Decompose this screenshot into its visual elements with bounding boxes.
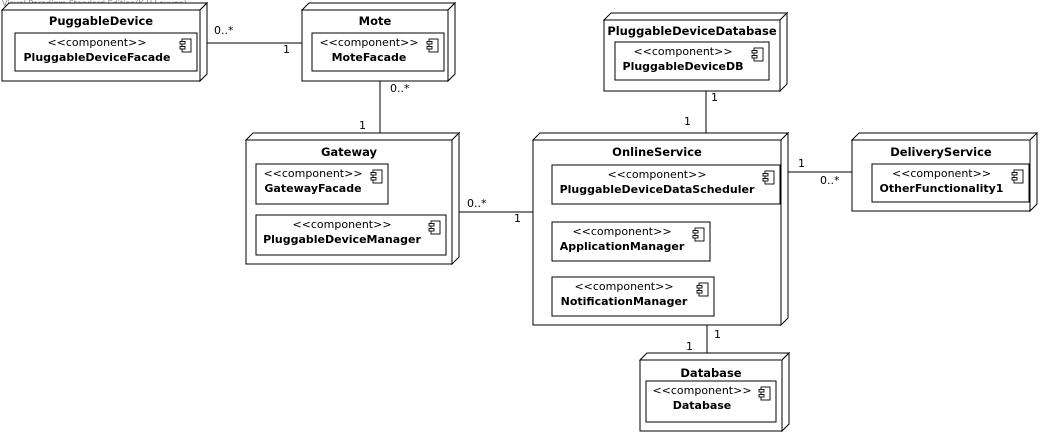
node-side-face	[199, 1, 208, 83]
multiplicity-label: 1	[514, 212, 521, 225]
node-database[interactable]: Database <<component>> Database	[638, 351, 791, 433]
component-name: Database	[673, 399, 732, 412]
component-box	[255, 163, 389, 205]
component-stereotype: <<component>>	[263, 167, 362, 180]
multiplicity-label: 1	[359, 119, 366, 132]
component[interactable]: <<component>> OtherFunctionality1	[871, 163, 1030, 203]
component-stereotype: <<component>>	[292, 218, 391, 231]
component-name: MoteFacade	[332, 51, 407, 64]
component-icon	[751, 47, 764, 62]
component-name: PluggableDeviceDB	[623, 60, 744, 73]
multiplicity-label: 1	[714, 328, 721, 341]
component-stereotype: <<component>>	[892, 167, 991, 180]
component[interactable]: <<component>> GatewayFacade	[255, 163, 389, 205]
node-top-face	[850, 132, 1039, 141]
multiplicity-label: 0..*	[467, 197, 487, 210]
component-icon	[370, 169, 383, 184]
component-name: OtherFunctionality1	[880, 182, 1004, 195]
node-side-face	[780, 131, 789, 327]
component-icon	[426, 38, 439, 53]
node-title: OnlineService	[612, 145, 702, 159]
multiplicity-label: 1	[686, 340, 693, 353]
node-side-face	[451, 131, 460, 266]
node-title: Gateway	[321, 145, 378, 159]
node-side-face	[781, 351, 790, 433]
component-stereotype: <<component>>	[319, 36, 418, 49]
component-name: PluggableDeviceFacade	[23, 51, 170, 64]
component-name: GatewayFacade	[264, 182, 361, 195]
node-title: DeliveryService	[890, 145, 992, 159]
multiplicity-label: 1	[283, 43, 290, 56]
component[interactable]: <<component>> Database	[645, 380, 777, 423]
node-puggable-device[interactable]: PuggableDevice <<component>> PluggableDevi…	[0, 1, 209, 83]
component[interactable]: <<component>> NotificationManager	[551, 276, 715, 317]
component-icon	[758, 386, 771, 401]
component-stereotype: <<component>>	[574, 280, 673, 293]
component-icon	[179, 38, 192, 53]
node-gateway[interactable]: Gateway<<component>>GatewayFacade<<compo…	[244, 131, 461, 266]
component[interactable]: <<component>> PluggableDeviceDataSchedule…	[551, 164, 781, 205]
component-stereotype: <<component>>	[633, 45, 732, 58]
node-top-face	[638, 352, 791, 361]
node-top-face	[0, 2, 209, 11]
component[interactable]: <<component>> PluggableDeviceManager	[255, 214, 447, 256]
component[interactable]: <<component>> PluggableDeviceFacade	[14, 32, 198, 72]
node-title: PuggableDevice	[49, 14, 153, 28]
component-name: PluggableDeviceManager	[263, 233, 421, 246]
node-top-face	[531, 132, 790, 141]
component-name: ApplicationManager	[560, 240, 685, 253]
node-top-face	[244, 132, 461, 141]
component[interactable]: <<component>> MoteFacade	[311, 32, 445, 72]
multiplicity-label: 0..*	[390, 82, 410, 95]
component-box	[255, 214, 447, 256]
component-box	[551, 276, 715, 317]
component-stereotype: <<component>>	[572, 225, 671, 238]
component-box	[614, 41, 770, 81]
node-side-face	[1029, 131, 1038, 213]
node-side-face	[447, 1, 456, 83]
node-side-face	[779, 11, 788, 93]
component-box	[645, 380, 777, 423]
associations	[207, 42, 852, 353]
component-stereotype: <<component>>	[607, 168, 706, 181]
node-delivery-service[interactable]: DeliveryService <<component>> OtherFunctio…	[850, 131, 1039, 213]
component-box	[14, 32, 198, 72]
component-name: PluggableDeviceDataScheduler	[560, 183, 755, 196]
multiplicity-label: 1	[711, 91, 718, 104]
multiplicity-label: 0..*	[820, 174, 840, 187]
multiplicity-label: 1	[684, 115, 691, 128]
component-icon	[1011, 169, 1024, 184]
component-stereotype: <<component>>	[652, 384, 751, 397]
node-title: PluggableDeviceDatabase	[607, 24, 777, 38]
component-box	[551, 164, 781, 205]
node-title: Mote	[359, 14, 392, 28]
multiplicity-label: 1	[798, 157, 805, 170]
component-box	[871, 163, 1030, 203]
component-box	[311, 32, 445, 72]
node-top-face	[300, 2, 457, 11]
multiplicities: 0..* 1 0..* 1 0..* 1 1 1 1 0..* 1 1	[214, 24, 840, 353]
multiplicity-label: 0..*	[214, 24, 234, 37]
component-icon	[762, 170, 775, 185]
component-box	[551, 221, 711, 262]
component[interactable]: <<component>> ApplicationManager	[551, 221, 711, 262]
component-stereotype: <<component>>	[47, 36, 146, 49]
node-online-service[interactable]: OnlineService <<component>> PluggableDevic…	[531, 131, 790, 327]
node-top-face	[602, 12, 789, 21]
node-title: Database	[680, 366, 741, 380]
node-mote[interactable]: Mote <<component>> MoteFacade	[300, 1, 457, 83]
component[interactable]: <<component>> PluggableDeviceDB	[614, 41, 770, 81]
component-name: NotificationManager	[561, 295, 688, 308]
component-icon	[696, 282, 709, 297]
component-icon	[428, 220, 441, 235]
node-pluggable-device-database[interactable]: PluggableDeviceDatabase <<component>> Plug…	[602, 11, 789, 93]
component-icon	[692, 227, 705, 242]
